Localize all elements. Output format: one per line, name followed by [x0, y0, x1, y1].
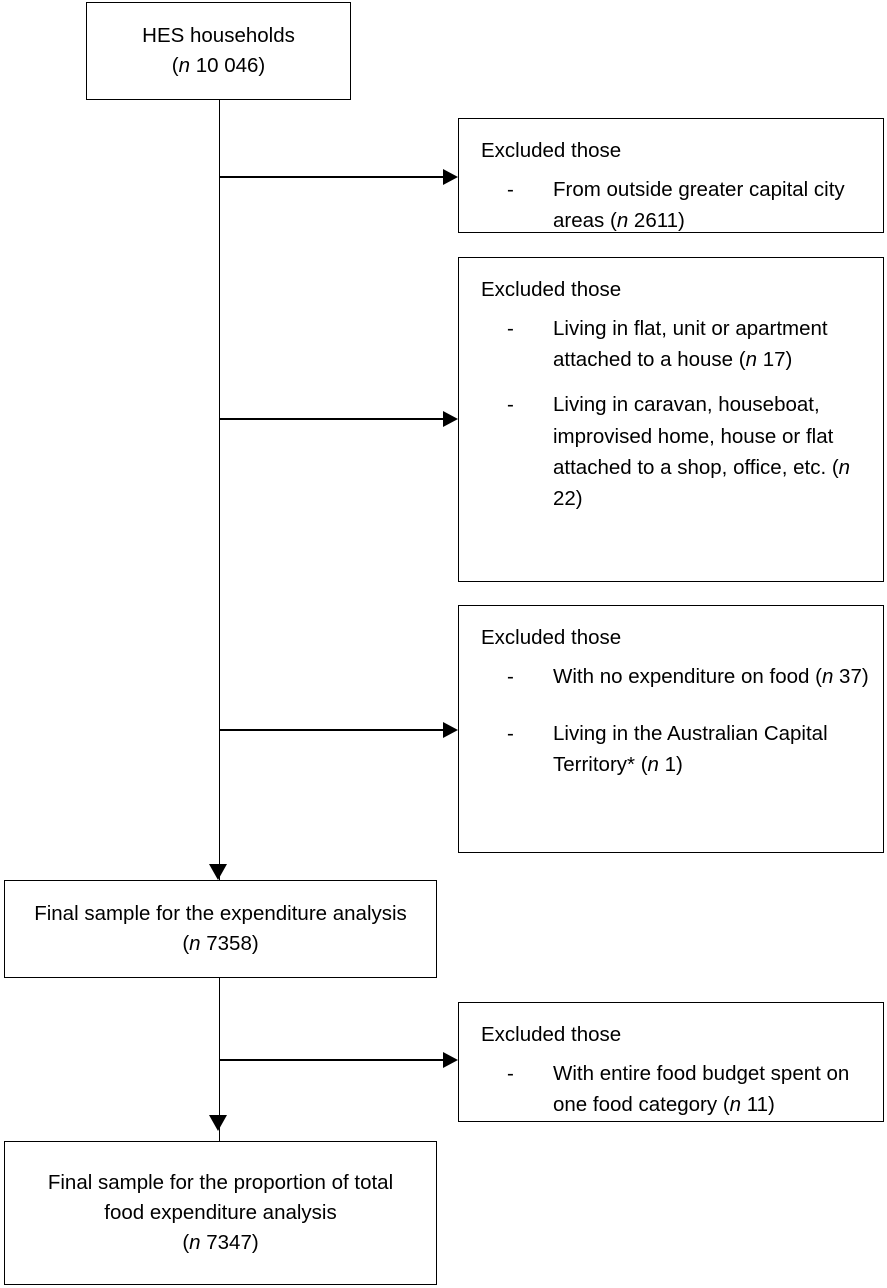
exclusion-3-list: - With no expenditure on food (n 37) - L… [481, 661, 873, 780]
n-symbol: n [647, 753, 659, 777]
bullet-dash-icon: - [507, 317, 514, 341]
node-final-proportion-line1: Final sample for the proportion of total [47, 1171, 394, 1195]
bullet-dash-icon: - [507, 393, 514, 417]
node-final-proportion-line2: food expenditure analysis [104, 1201, 337, 1225]
text-after: 11) [741, 1093, 775, 1117]
node-exclusion-1: Excluded those - From outside greater ca… [458, 118, 884, 233]
node-final-expenditure-sample: Final sample for the expenditure analysi… [4, 880, 437, 978]
node-exclusion-4: Excluded those - With entire food budget… [458, 1002, 884, 1122]
n-symbol: n [729, 1093, 742, 1117]
node-hes-households-count: (n 10 046) [171, 54, 266, 77]
text-before: With entire food budget spent on one foo… [553, 1062, 850, 1117]
n-symbol: n [189, 1230, 201, 1254]
list-item: - From outside greater capital city area… [481, 174, 873, 236]
text-before: Living in flat, unit or apartment attach… [553, 317, 828, 372]
node-final-expenditure-count: (n 7358) [182, 932, 259, 955]
text-before: Living in caravan, houseboat, improvised… [553, 393, 839, 479]
node-exclusion-3: Excluded those - With no expenditure on … [458, 605, 884, 853]
n-symbol: n [821, 665, 834, 689]
arrow-right-exclusion-3 [443, 721, 458, 738]
exclusion-4-heading: Excluded those [481, 1023, 622, 1046]
exclusion-2-item-0-text: Living in flat, unit or apartment attach… [553, 313, 873, 375]
node-hes-households: HES households (n 10 046) [86, 2, 351, 100]
n-symbol: n [616, 209, 629, 233]
bullet-dash-icon: - [507, 1062, 514, 1086]
node-final-proportion-count: (n 7347) [182, 1230, 259, 1254]
text-after: 1) [658, 753, 683, 777]
node-exclusion-2: Excluded those - Living in flat, unit or… [458, 257, 884, 582]
connector-exclusion-2 [219, 418, 444, 420]
connector-exclusion-1 [219, 176, 444, 178]
exclusion-1-item-0-text: From outside greater capital city areas … [553, 174, 873, 236]
exclusion-4-list: - With entire food budget spent on one f… [481, 1058, 873, 1120]
text-after: 17) [757, 348, 793, 372]
arrow-down-to-final-expenditure [209, 864, 227, 880]
node-final-expenditure-line1: Final sample for the expenditure analysi… [34, 902, 407, 926]
n-value: 10 046) [190, 54, 266, 77]
node-final-proportion-sample: Final sample for the proportion of total… [4, 1141, 437, 1285]
bullet-dash-icon: - [507, 722, 514, 746]
bullet-dash-icon: - [507, 178, 514, 202]
n-symbol: n [745, 348, 758, 372]
arrow-right-exclusion-1 [443, 168, 458, 185]
exclusion-1-heading: Excluded those [481, 139, 622, 162]
exclusion-3-item-0-text: With no expenditure on food (n 37) [553, 661, 873, 692]
n-symbol: n [178, 54, 190, 77]
connector-exclusion-3 [219, 729, 444, 731]
arrow-right-exclusion-2 [443, 410, 458, 427]
exclusion-3-heading: Excluded those [481, 626, 622, 649]
n-symbol: n [838, 455, 851, 479]
text-before: From outside greater capital city areas … [553, 178, 845, 233]
exclusion-4-item-0-text: With entire food budget spent on one foo… [553, 1058, 873, 1120]
arrow-right-exclusion-4 [443, 1051, 458, 1068]
exclusion-2-heading: Excluded those [481, 278, 622, 301]
text-after: 37) [833, 665, 869, 689]
text-after: 22) [553, 486, 583, 510]
text-after: 2611) [628, 209, 685, 233]
list-item: - Living in the Australian Capital Terri… [481, 718, 873, 780]
exclusion-2-item-1-text: Living in caravan, houseboat, improvised… [553, 389, 873, 514]
n-value: 7358) [200, 932, 259, 955]
bullet-dash-icon: - [507, 665, 514, 689]
n-value: 7347) [200, 1230, 259, 1254]
exclusion-1-list: - From outside greater capital city area… [481, 174, 873, 236]
n-symbol: n [189, 932, 201, 955]
list-item: - With no expenditure on food (n 37) [481, 661, 873, 692]
spine-upper [218, 100, 221, 890]
text-before: With no expenditure on food ( [553, 665, 822, 689]
text-before: Living in the Australian Capital Territo… [553, 722, 828, 777]
exclusion-2-list: - Living in flat, unit or apartment atta… [481, 313, 873, 514]
exclusion-3-item-1-text: Living in the Australian Capital Territo… [553, 718, 873, 780]
connector-exclusion-4 [219, 1059, 444, 1061]
list-item: - With entire food budget spent on one f… [481, 1058, 873, 1120]
list-item: - Living in caravan, houseboat, improvis… [481, 389, 873, 514]
arrow-down-to-final-proportion [209, 1115, 227, 1131]
list-item: - Living in flat, unit or apartment atta… [481, 313, 873, 375]
node-hes-households-line1: HES households [142, 24, 295, 48]
